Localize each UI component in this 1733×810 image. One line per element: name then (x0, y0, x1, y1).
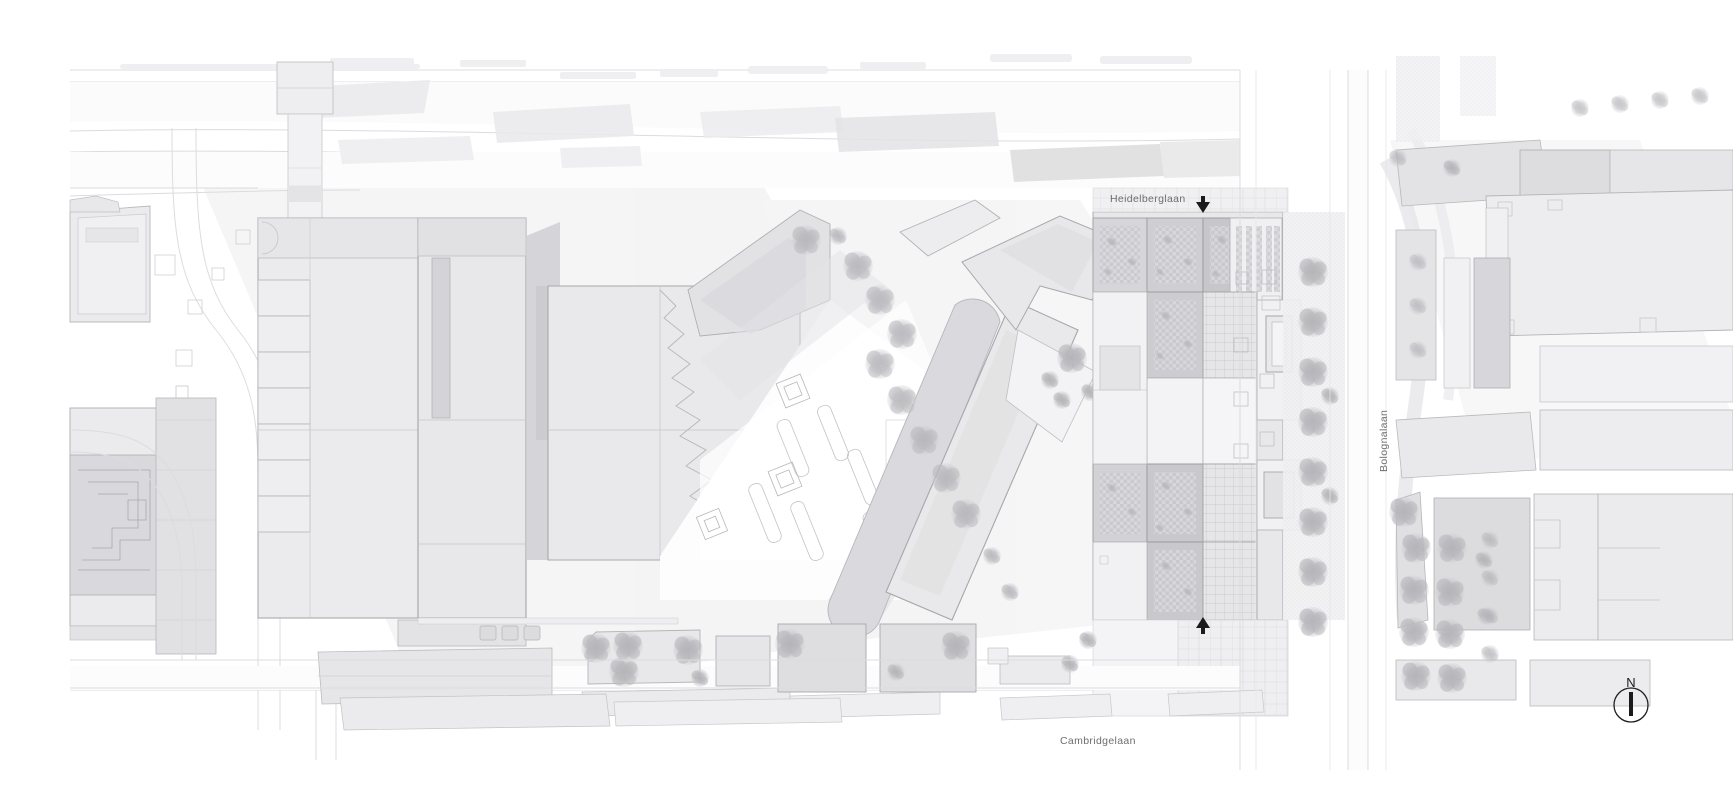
verge-right-top (1396, 56, 1496, 142)
courtyard-block-5 (1092, 463, 1148, 543)
east-small-squares (1233, 269, 1277, 459)
courtyard-block-2 (1146, 217, 1204, 293)
street-label-bolognalaan: Bolognalaan (1378, 410, 1390, 472)
paving-grid-block-4 (1092, 541, 1148, 621)
courtyard-block-7 (1146, 541, 1204, 621)
section-marker-bottom (1196, 617, 1210, 634)
bottom-center-blocks (397, 617, 679, 647)
building-left-strip (155, 385, 217, 655)
plaza-sawtooth-edge (659, 289, 717, 557)
courtyard-block-4 (1146, 291, 1204, 379)
right-neighbourhood (1379, 127, 1733, 707)
building-main-west-b (417, 217, 527, 619)
street-label-cambridgelaan: Cambridgelaan (1060, 735, 1136, 747)
north-arrow: N (1613, 675, 1649, 723)
road-outlines (70, 70, 1257, 770)
courtyard-block-6 (1146, 463, 1204, 543)
road-markings-top (120, 54, 1192, 79)
street-label-heidelberglaan: Heidelberglaan (1110, 193, 1186, 205)
median-strips-top (316, 80, 1240, 182)
section-marker-top (1196, 196, 1210, 213)
tower-structure (276, 61, 334, 233)
paving-grid-block-1 (1202, 291, 1258, 379)
road-bolognalaan (1329, 70, 1387, 770)
paving-grid-block-3 (1202, 541, 1258, 621)
east-inner-court (1092, 291, 1148, 465)
road-curve-left (69, 429, 197, 660)
diagonal-green-bar (827, 298, 1001, 638)
north-arrow-letter: N (1626, 675, 1635, 690)
paving-grid-block-2 (1202, 463, 1258, 543)
left-detail-blocks (154, 229, 251, 367)
building-left-upper (69, 195, 151, 323)
plaza-shadow (700, 250, 886, 400)
courtyard-block-1 (1092, 217, 1148, 293)
building-main-west (257, 217, 419, 619)
building-left-lower (69, 407, 213, 641)
